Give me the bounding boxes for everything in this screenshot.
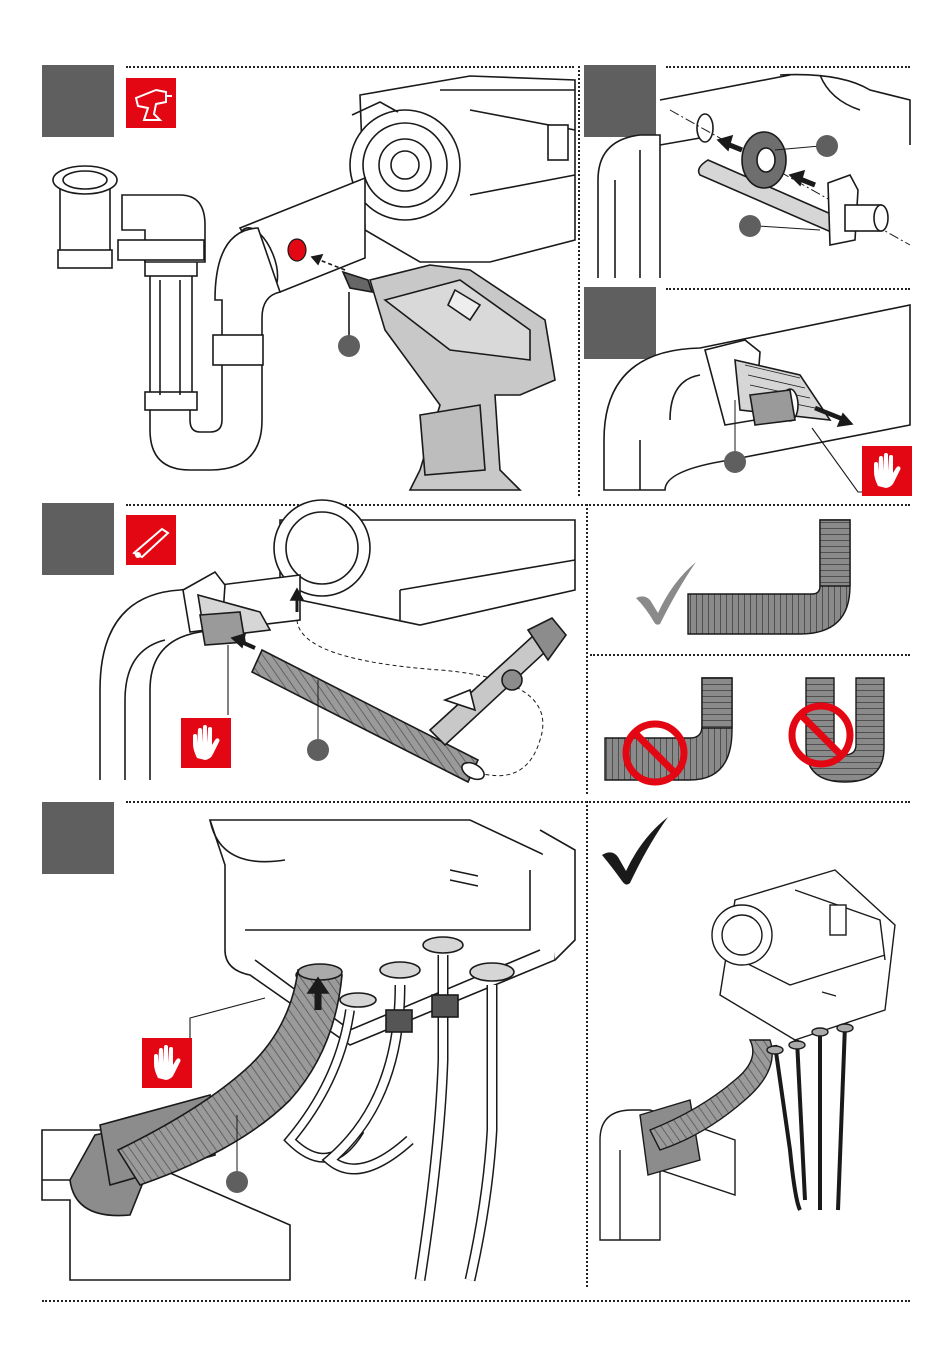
prohibited-icon bbox=[620, 718, 690, 788]
hand-stop-icon bbox=[862, 446, 912, 496]
hand-stop-icon bbox=[181, 718, 231, 768]
step1-illustration bbox=[53, 76, 575, 490]
hose-correct-illustration bbox=[688, 520, 850, 634]
hand-stop-icon bbox=[142, 1038, 192, 1088]
step5-illustration bbox=[42, 820, 575, 1280]
checkmark-icon bbox=[632, 558, 700, 628]
final-result-illustration bbox=[600, 870, 895, 1240]
drill-icon bbox=[126, 78, 176, 128]
prohibited-icon bbox=[786, 700, 856, 770]
knife-icon bbox=[126, 515, 176, 565]
step2-illustration bbox=[598, 75, 910, 278]
checkmark-icon bbox=[600, 815, 670, 887]
